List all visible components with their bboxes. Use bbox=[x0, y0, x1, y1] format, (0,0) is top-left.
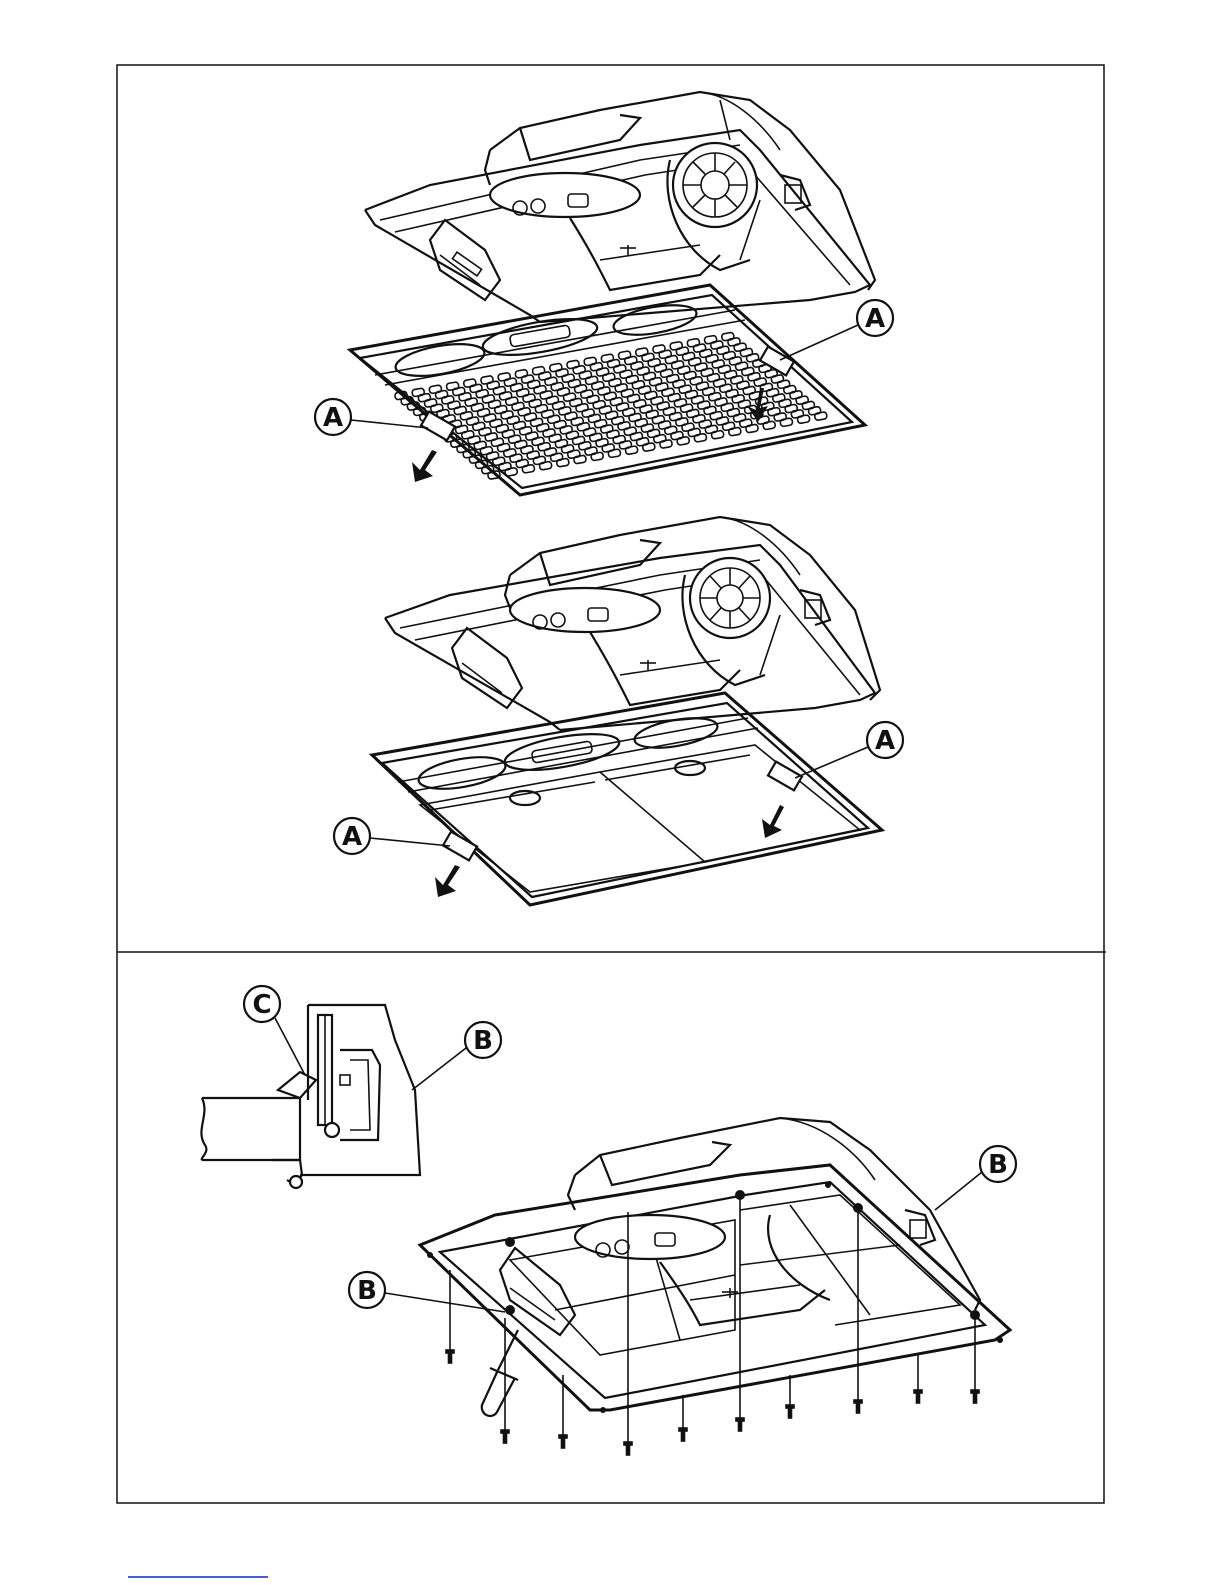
mesh-hole bbox=[780, 418, 793, 427]
mesh-hole bbox=[677, 436, 690, 445]
frame bbox=[117, 65, 1106, 1503]
callout-c-detail: C bbox=[244, 986, 305, 1075]
screw-shank bbox=[917, 1393, 920, 1403]
footer-link-underline[interactable] bbox=[128, 1576, 268, 1578]
screw-shank bbox=[449, 1353, 452, 1363]
callout-b-hood-right: B bbox=[935, 1146, 1016, 1210]
svg-text:A: A bbox=[865, 304, 885, 334]
mesh-hole bbox=[591, 452, 604, 461]
callout-a-p1-right: A bbox=[780, 300, 893, 360]
svg-text:C: C bbox=[252, 990, 271, 1020]
mesh-hole bbox=[797, 415, 810, 424]
mesh-hole bbox=[763, 421, 776, 430]
mesh-hole bbox=[728, 427, 741, 436]
mesh-hole bbox=[745, 424, 758, 433]
callout-a-p2-left: A bbox=[334, 818, 450, 854]
svg-text:B: B bbox=[473, 1026, 493, 1056]
mesh-hole bbox=[694, 433, 707, 442]
mesh-hole bbox=[814, 412, 827, 421]
mesh-hole bbox=[573, 455, 586, 464]
mesh-hole bbox=[522, 464, 535, 473]
hood-top-view-1 bbox=[365, 92, 875, 322]
mesh-hole bbox=[642, 443, 655, 452]
screw-shank bbox=[682, 1431, 685, 1441]
mesh-hole bbox=[505, 467, 518, 476]
hood-installation-view bbox=[420, 1118, 1010, 1455]
screw-shank bbox=[789, 1408, 792, 1418]
svg-text:B: B bbox=[988, 1150, 1008, 1180]
hood-top-view-2 bbox=[385, 517, 880, 730]
mesh-hole bbox=[539, 461, 552, 470]
mesh-hole bbox=[711, 430, 724, 439]
callout-b-detail: B bbox=[412, 1022, 501, 1090]
svg-text:A: A bbox=[342, 822, 362, 852]
screw-shank bbox=[562, 1438, 565, 1448]
mesh-hole bbox=[608, 449, 621, 458]
screw-shank bbox=[974, 1393, 977, 1403]
svg-text:A: A bbox=[875, 726, 895, 756]
mesh-hole bbox=[659, 440, 672, 449]
screw-shank bbox=[739, 1421, 742, 1431]
mesh-hole bbox=[625, 446, 638, 455]
screw-shank bbox=[857, 1403, 860, 1413]
svg-text:A: A bbox=[323, 403, 343, 433]
svg-text:B: B bbox=[357, 1276, 377, 1306]
screw-shank bbox=[504, 1433, 507, 1443]
mesh-hole bbox=[556, 458, 569, 467]
cabinet-detail bbox=[201, 1005, 420, 1188]
screw-shank bbox=[627, 1445, 630, 1455]
